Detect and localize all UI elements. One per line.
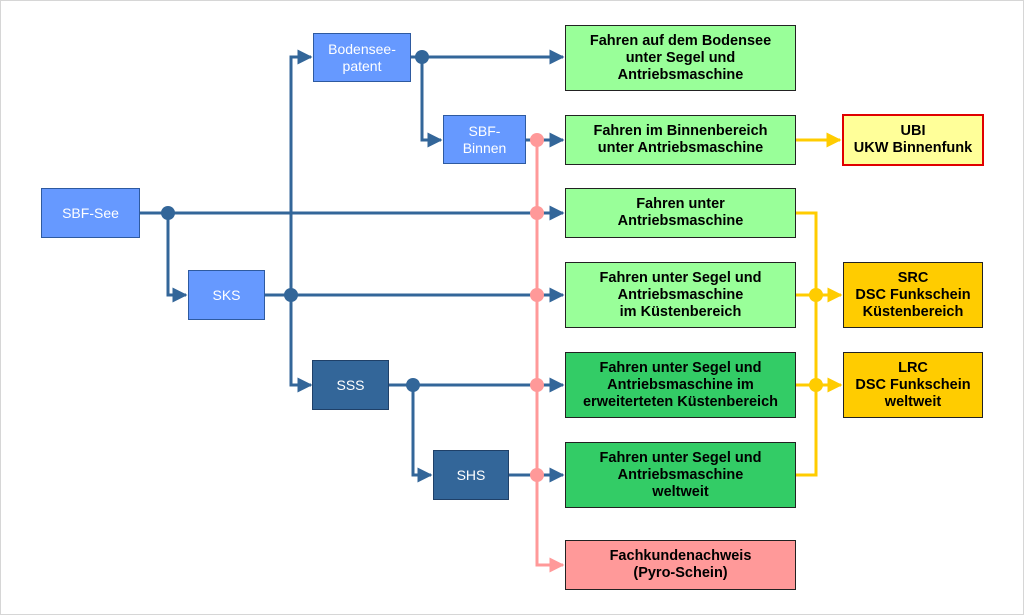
junction-dot: [809, 288, 823, 302]
src-box: SRC DSC Funkschein Küstenbereich: [843, 262, 983, 328]
junction-dot: [530, 378, 544, 392]
wire-pyro: [535, 140, 565, 573]
wire-trunk-bodensee: [289, 49, 313, 295]
junction-dot: [530, 206, 544, 220]
sbf-see-box: SBF-See: [41, 188, 140, 238]
junction-dot: [406, 378, 420, 392]
sbf-binnen-box: SBF- Binnen: [443, 115, 526, 164]
junction-dot: [530, 468, 544, 482]
bodensee-patent-box: Bodensee- patent: [313, 33, 411, 82]
wire-bodensee-sbfbinnen: [420, 57, 443, 148]
wire-sss-shs: [411, 385, 433, 483]
pyro-schein-box: Fachkundenachweis (Pyro-Schein): [565, 540, 796, 590]
junction-dot: [530, 133, 544, 147]
wire-trunk-sss: [289, 295, 313, 393]
permission-motor-box: Fahren unter Antriebsmaschine: [565, 188, 796, 238]
ubi-box: UBI UKW Binnenfunk: [842, 114, 984, 166]
sks-box: SKS: [188, 270, 265, 320]
junction-dot: [809, 378, 823, 392]
wire-yellow-bus: [796, 211, 818, 477]
junction-dot: [284, 288, 298, 302]
shs-box: SHS: [433, 450, 509, 500]
wire-sbfsee-sks: [166, 213, 188, 303]
permission-weltweit-box: Fahren unter Segel und Antriebsmaschine …: [565, 442, 796, 508]
permission-kuesten-box: Fahren unter Segel und Antriebsmaschine …: [565, 262, 796, 328]
sss-box: SSS: [312, 360, 389, 410]
junction-dot: [161, 206, 175, 220]
permission-erweitert-box: Fahren unter Segel und Antriebsmaschine …: [565, 352, 796, 418]
permission-binnen-box: Fahren im Binnenbereich unter Antriebsma…: [565, 115, 796, 165]
lrc-box: LRC DSC Funkschein weltweit: [843, 352, 983, 418]
junction-dot: [415, 50, 429, 64]
permission-bodensee-box: Fahren auf dem Bodensee unter Segel und …: [565, 25, 796, 91]
junction-dot: [530, 288, 544, 302]
